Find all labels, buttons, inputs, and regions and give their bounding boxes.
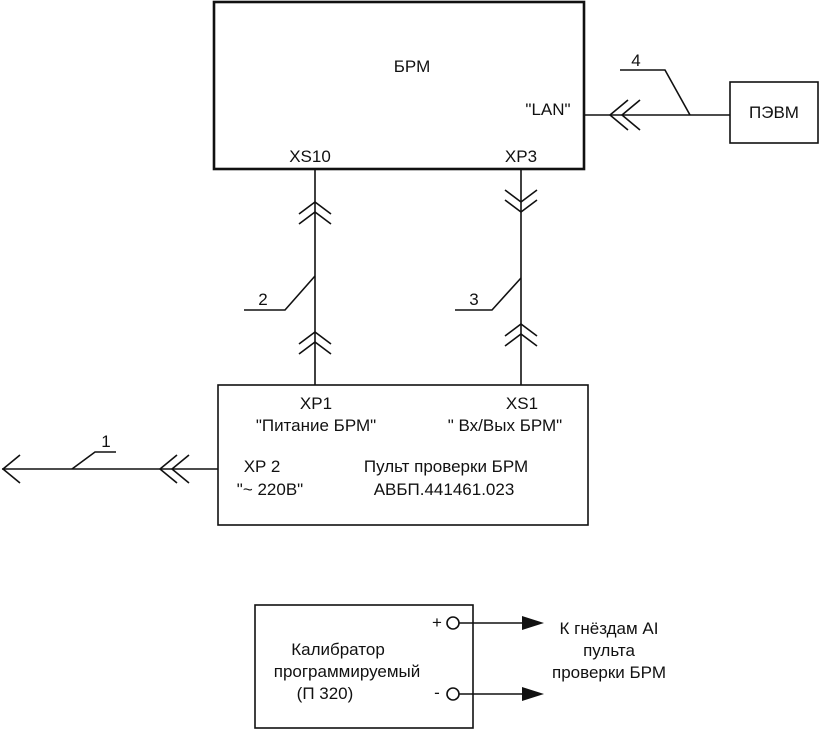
panel-title: Пульт проверки БРМ [364,457,528,476]
cable-1-leader [71,451,116,470]
panel-port-xp2-label: XP 2 [244,457,281,476]
brm-port-xp3-label: XP3 [505,147,537,166]
panel-block-frame [217,384,589,526]
plus-output-arrowhead [522,616,544,630]
target-note: К гнёздам AI пульта проверки БРМ [552,619,666,682]
calibrator-line-2: программируемый [274,662,421,681]
panel-port-xp1-name: "Питание БРМ" [256,416,376,435]
calibrator-minus-terminal [446,687,460,701]
calibrator-outputs [459,616,544,701]
brm-port-xs10-label: XS10 [289,147,331,166]
cable-2-top-connector-a [298,201,332,215]
cable-2-number: 2 [258,290,267,309]
panel-port-xs1-label: XS1 [506,394,538,413]
cable-4-number: 4 [631,51,640,70]
cable-1-connector-a [158,454,178,484]
cable-3-bottom-connector-b [504,333,538,347]
cable-3-top-connector-b [504,199,538,213]
cable-3-top-connector-a [504,189,538,203]
cable-2-bottom-connector-b [298,341,332,355]
pevm-block-frame [729,81,819,144]
calibrator-block: Калибратор программируемый (П 320) + - [254,604,474,729]
target-line-1: К гнёздам AI [560,619,659,638]
cable-4: 4 [584,51,730,131]
cable-2-leader [244,275,316,311]
cable-3-number: 3 [469,290,478,309]
brm-port-lan-label: "LAN" [525,100,570,119]
brm-block: БРМ "LAN" XS10 XP3 [212,0,586,171]
minus-output-arrowhead [522,687,544,701]
cable-2-top-connector-b [298,211,332,225]
pevm-block: ПЭВМ [729,81,819,144]
brm-title: БРМ [394,57,430,76]
cable-4-leader [620,69,691,116]
cable-3-bottom-connector-a [504,323,538,337]
cable-1-number: 1 [101,432,110,451]
cable-3: 3 [455,169,538,385]
cable-1: 1 [1,432,218,484]
cable-2-bottom-connector-a [298,331,332,345]
cable-4-connector-left [608,99,629,131]
calibrator-line-1: Калибратор [291,640,385,659]
calibrator-plus-terminal [446,616,460,630]
cable-1-left-arrow [1,454,21,484]
panel-port-xp2-name: "~ 220В" [237,480,303,499]
panel-code: АВБП.441461.023 [374,480,515,499]
target-line-2: пульта [583,641,635,660]
cable-3-leader [455,277,522,311]
panel-port-xp1-label: XP1 [300,394,332,413]
cable-4-connector-right [620,99,641,131]
cable-2: 2 [244,169,332,385]
panel-port-xs1-name: " Вх/Вых БРМ" [448,416,562,435]
calibrator-minus-label: - [434,683,440,702]
cable-1-connector-b [170,454,190,484]
target-line-3: проверки БРМ [552,663,666,682]
calibrator-line-3: (П 320) [297,684,354,703]
calibrator-plus-label: + [432,613,442,632]
calibrator-block-frame [254,604,474,729]
pevm-title: ПЭВМ [749,103,799,122]
panel-block: XP1 "Питание БРМ" XS1 " Вх/Вых БРМ" XP 2… [217,384,589,526]
brm-block-frame [212,0,586,171]
